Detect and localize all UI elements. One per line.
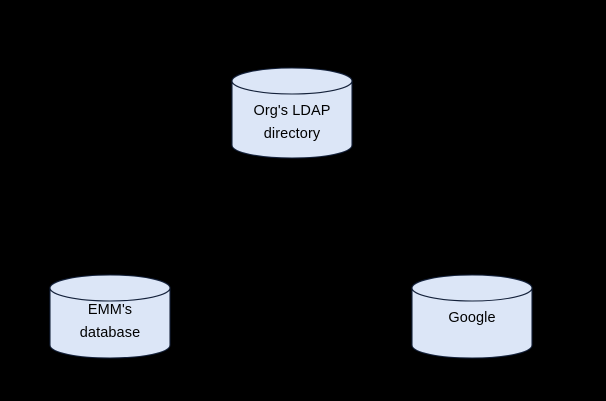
database-cylinder-icon [231,67,353,159]
database-cylinder-icon [411,274,533,359]
node-org-ldap-directory[interactable]: Org's LDAP directory [231,67,353,159]
database-cylinder-icon [49,274,171,359]
node-google[interactable]: Google [411,274,533,359]
node-emm-database[interactable]: EMM's database [49,274,171,359]
